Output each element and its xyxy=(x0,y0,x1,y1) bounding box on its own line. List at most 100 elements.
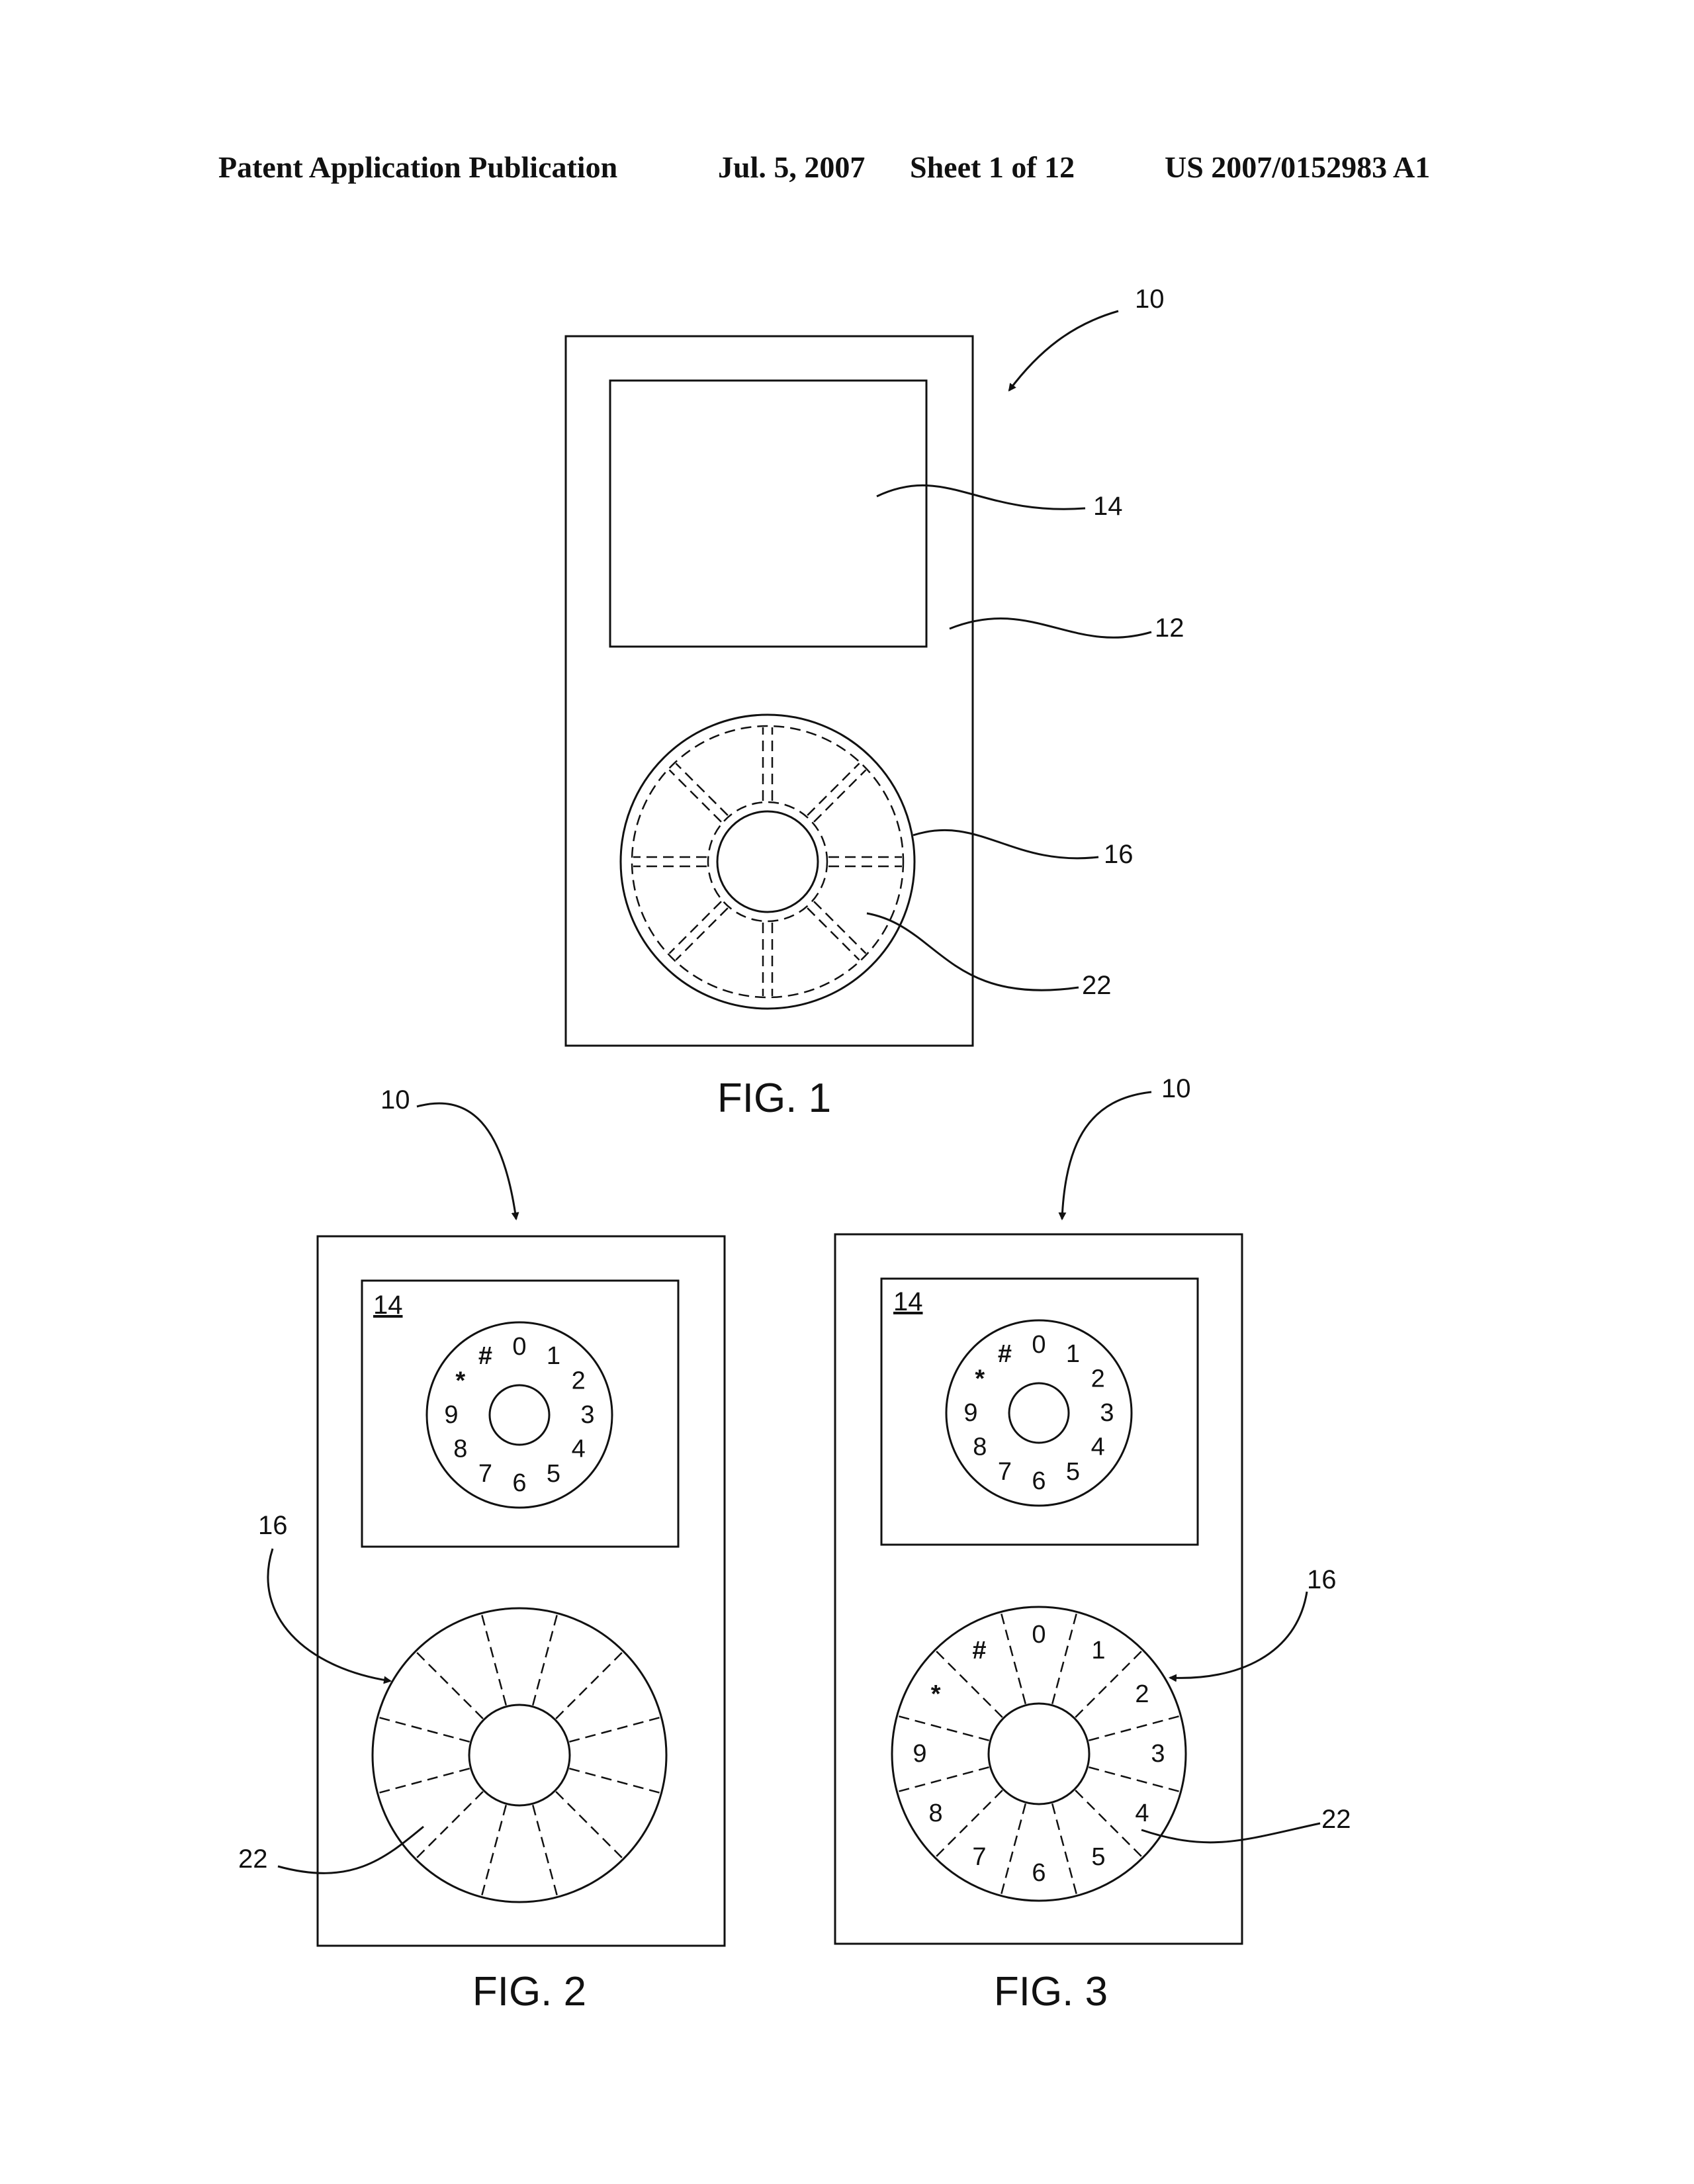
header-sheet: Sheet 1 of 12 xyxy=(910,150,1075,184)
fig3-ref-22-leader xyxy=(1141,1822,1321,1844)
fig1-segment-divider xyxy=(813,901,867,954)
fig2-dial-digit-4: 4 xyxy=(572,1435,586,1463)
fig3-wheel-digit-1: 1 xyxy=(1091,1637,1105,1664)
fig1-ref-10: 10 xyxy=(1135,285,1165,314)
fig3-segment-divider xyxy=(1075,1790,1143,1858)
fig2-screen-dial-center xyxy=(488,1384,551,1446)
fig3-center-button xyxy=(987,1702,1091,1805)
fig3-dial-digit-hash: # xyxy=(998,1340,1012,1368)
fig3-segment-divider xyxy=(898,1715,989,1742)
fig3-ref-10: 10 xyxy=(1161,1074,1191,1103)
fig2-segment-divider xyxy=(379,1767,470,1794)
fig1-ref-14: 14 xyxy=(1093,492,1123,521)
fig2-segment-divider xyxy=(480,1614,508,1706)
fig2-dial-digit-6: 6 xyxy=(512,1469,526,1497)
fig2-segment-divider xyxy=(531,1805,558,1896)
fig3-wheel-digit-7: 7 xyxy=(972,1843,986,1871)
fig3-dial-digit-3: 3 xyxy=(1100,1399,1114,1427)
fig3-wheel-digit-2: 2 xyxy=(1135,1680,1149,1708)
header-number: US 2007/0152983 A1 xyxy=(1165,150,1430,184)
fig2-segment-divider xyxy=(480,1805,508,1896)
page-header: Patent Application Publication Jul. 5, 2… xyxy=(218,150,1430,184)
fig2-ref-22-leader xyxy=(277,1825,424,1874)
fig1-caption: FIG. 1 xyxy=(717,1075,831,1121)
fig1-ref-12-leader xyxy=(949,617,1152,639)
fig3-segment-divider xyxy=(898,1766,989,1793)
fig3-segment-divider xyxy=(1000,1613,1027,1704)
fig3-dial-digit-star: * xyxy=(975,1365,985,1393)
fig2-dial-digit-2: 2 xyxy=(572,1367,586,1395)
fig2-display-screen xyxy=(361,1279,680,1548)
fig2-segment-divider xyxy=(569,1716,660,1743)
fig2-ref-16-arrow xyxy=(267,1548,392,1684)
fig3-wheel-digit-3: 3 xyxy=(1151,1740,1165,1768)
fig3-dial-digit-8: 8 xyxy=(973,1433,987,1461)
fig3-dial-digit-0: 0 xyxy=(1032,1331,1046,1359)
fig2-segment-divider xyxy=(531,1614,558,1706)
figure-1: 10 14 12 16 22 FIG. 1 xyxy=(564,285,1184,1121)
fig2-segment-divider xyxy=(416,1651,484,1719)
fig3-dial-digit-7: 7 xyxy=(998,1458,1012,1486)
fig1-segment-divider xyxy=(807,762,860,816)
fig1-ref-22-leader xyxy=(866,912,1079,991)
fig1-device-housing xyxy=(564,335,974,1047)
fig2-device-housing xyxy=(316,1235,726,1947)
fig3-screen-dial-center xyxy=(1008,1382,1070,1444)
fig1-ref-16-leader xyxy=(913,829,1099,860)
fig2-wheel-segment-dividers xyxy=(379,1614,660,1896)
fig2-segment-divider xyxy=(555,1651,623,1719)
fig2-center-button xyxy=(468,1704,571,1807)
fig3-dial-digit-6: 6 xyxy=(1032,1467,1046,1495)
fig3-wheel-segment-dividers xyxy=(898,1613,1180,1895)
fig1-segment-divider xyxy=(807,907,860,961)
fig3-ref-16-arrow xyxy=(1169,1591,1308,1682)
fig2-dial-digit-1: 1 xyxy=(547,1342,560,1370)
fig3-wheel-digit-6: 6 xyxy=(1032,1859,1046,1887)
fig3-wheel-digit-hash: # xyxy=(972,1637,986,1664)
fig2-ref-10-arrow xyxy=(416,1102,519,1220)
fig3-ref-14: 14 xyxy=(893,1287,923,1316)
fig2-dial-digit-5: 5 xyxy=(547,1460,560,1488)
fig1-segment-divider xyxy=(675,907,729,961)
fig3-screen-dial xyxy=(945,1319,1133,1507)
fig3-wheel-digit-8: 8 xyxy=(929,1799,943,1827)
fig2-segment-divider xyxy=(555,1791,623,1859)
fig3-segment-divider xyxy=(1051,1613,1078,1704)
fig2-ref-16: 16 xyxy=(258,1511,288,1540)
fig2-screen-dial xyxy=(425,1321,613,1509)
fig1-segment-divider xyxy=(668,901,722,954)
fig1-segment-divider xyxy=(675,762,729,816)
fig1-ref-12: 12 xyxy=(1155,614,1184,643)
fig1-center-button xyxy=(716,810,819,913)
fig3-wheel-digit-star: * xyxy=(931,1680,941,1708)
fig3-device-housing xyxy=(834,1233,1243,1945)
fig2-dial-digit-7: 7 xyxy=(478,1460,492,1488)
fig2-segment-divider xyxy=(569,1767,660,1794)
fig2-dial-digit-9: 9 xyxy=(444,1401,458,1429)
fig3-dial-digit-4: 4 xyxy=(1091,1433,1105,1461)
fig3-segment-divider xyxy=(1075,1650,1143,1718)
fig1-ref-16: 16 xyxy=(1104,840,1134,869)
fig2-ref-22: 22 xyxy=(238,1844,268,1874)
fig1-ref-22: 22 xyxy=(1082,971,1112,1000)
fig3-segment-divider xyxy=(935,1650,1003,1718)
fig3-segment-divider xyxy=(935,1790,1003,1858)
fig3-segment-divider xyxy=(1051,1803,1078,1895)
fig1-center-dashed-ring xyxy=(707,801,828,923)
fig1-wheel-segment-dividers xyxy=(633,727,902,996)
fig2-dial-digit-hash: # xyxy=(478,1342,492,1370)
fig1-ref-10-arrow xyxy=(1008,310,1119,392)
fig3-segment-divider xyxy=(1000,1803,1027,1895)
fig3-display-screen xyxy=(880,1277,1199,1546)
fig3-click-wheel xyxy=(891,1606,1187,1902)
fig3-wheel-digit-9: 9 xyxy=(913,1740,926,1768)
fig2-ref-14: 14 xyxy=(373,1291,403,1320)
fig3-dial-digit-1: 1 xyxy=(1066,1340,1080,1368)
fig3-ref-10-arrow xyxy=(1058,1091,1152,1220)
fig1-display-screen xyxy=(609,379,928,648)
